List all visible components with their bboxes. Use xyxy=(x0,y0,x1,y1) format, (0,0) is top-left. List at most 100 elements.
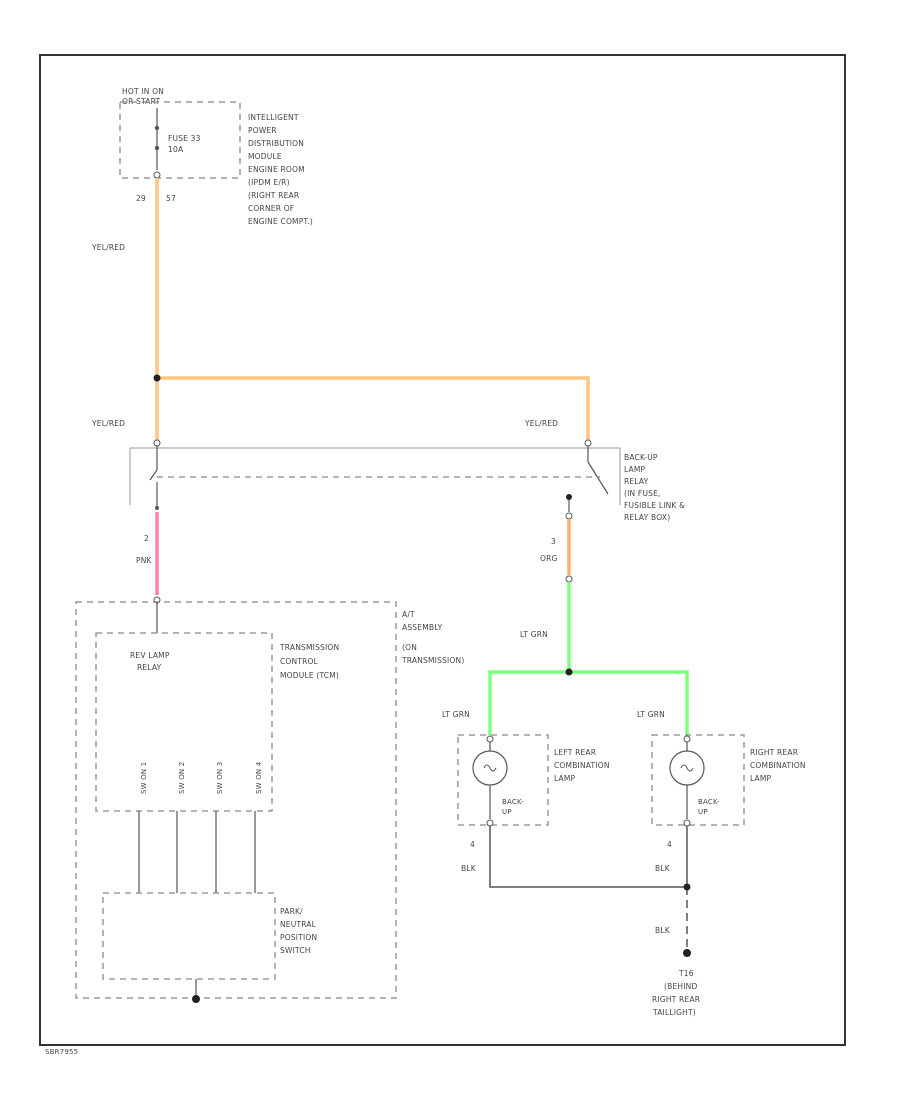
right-lamp-connector-top xyxy=(683,735,691,743)
wire-label-lt-grn-main: LT GRN xyxy=(520,630,548,639)
svg-text:COMBINATION: COMBINATION xyxy=(554,761,610,770)
svg-text:T16: T16 xyxy=(678,969,694,978)
fuse-symbol xyxy=(153,108,161,179)
ipdm-label: INTELLIGENT POWER DISTRIBUTION MODULE EN… xyxy=(248,113,313,226)
svg-text:(ON: (ON xyxy=(402,643,417,652)
footer-code: SBR7955 xyxy=(45,1048,78,1056)
switch-label-1: SW ON 1 xyxy=(140,762,148,794)
wire-label-yel-red-1: YEL/RED xyxy=(91,243,125,252)
svg-text:LAMP: LAMP xyxy=(624,465,646,474)
svg-text:PARK/: PARK/ xyxy=(280,907,303,916)
svg-text:TRANSMISSION: TRANSMISSION xyxy=(279,643,339,652)
svg-text:CORNER OF: CORNER OF xyxy=(248,204,294,213)
ipdm-box xyxy=(119,101,241,179)
svg-text:POSITION: POSITION xyxy=(280,933,317,942)
svg-text:REV LAMP: REV LAMP xyxy=(130,651,170,660)
fuse-label-1: FUSE 33 xyxy=(168,134,201,143)
yel-red-wires xyxy=(155,178,590,440)
right-lamp-connector-bottom xyxy=(683,819,691,827)
left-lamp-pin: 4 xyxy=(470,840,475,849)
relay-output-dot xyxy=(566,494,572,500)
pnk-pin: 2 xyxy=(144,534,149,543)
left-lamp-connector-top xyxy=(486,735,494,743)
svg-text:ENGINE COMPT.): ENGINE COMPT.) xyxy=(248,217,313,226)
svg-text:COMBINATION: COMBINATION xyxy=(750,761,806,770)
tcm-box xyxy=(95,632,273,812)
left-lamp-label: LEFT REAR COMBINATION LAMP xyxy=(554,748,610,783)
wire-label-blk-left: BLK xyxy=(461,864,477,873)
svg-text:RIGHT REAR: RIGHT REAR xyxy=(750,748,798,757)
switch-label-4: SW ON 4 xyxy=(255,761,263,794)
ipdm-pin-right: 57 xyxy=(166,194,176,203)
svg-text:A/T: A/T xyxy=(402,610,415,619)
wire-label-yel-red-2: YEL/RED xyxy=(91,419,125,428)
svg-text:MODULE: MODULE xyxy=(248,152,282,161)
at-assembly-box xyxy=(75,601,397,999)
lt-grn-wires xyxy=(488,582,689,735)
power-label-1: HOT IN ON xyxy=(122,87,164,96)
svg-text:CONTROL: CONTROL xyxy=(280,657,319,666)
blk-wires xyxy=(489,826,688,950)
backup-relay-symbol xyxy=(129,439,621,510)
splice-dot-ground xyxy=(683,883,691,891)
svg-text:POWER: POWER xyxy=(248,126,277,135)
wire-label-yel-red-3: YEL/RED xyxy=(524,419,558,428)
svg-text:FUSIBLE LINK &: FUSIBLE LINK & xyxy=(624,501,685,510)
wire-label-blk-ground: BLK xyxy=(655,926,671,935)
at-assembly-label: A/T ASSEMBLY (ON TRANSMISSION) xyxy=(401,610,464,665)
pnp-switch-box xyxy=(102,892,276,980)
splice-dot-upper xyxy=(153,374,161,382)
svg-text:MODULE (TCM): MODULE (TCM) xyxy=(280,671,339,680)
pnp-switch-label: PARK/ NEUTRAL POSITION SWITCH xyxy=(280,907,317,955)
svg-text:RELAY: RELAY xyxy=(137,663,162,672)
right-lamp-sub-1: BACK- xyxy=(698,798,720,806)
right-lamp-pin: 4 xyxy=(667,840,672,849)
diagram-border xyxy=(39,54,846,1046)
left-lamp-box xyxy=(457,734,549,826)
wire-label-pnk: PNK xyxy=(136,556,153,565)
backup-relay-label: BACK-UP LAMP RELAY (IN FUSE, FUSIBLE LIN… xyxy=(624,453,685,522)
wire-label-org: ORG xyxy=(540,554,558,563)
svg-text:RIGHT REAR: RIGHT REAR xyxy=(652,995,700,1004)
org-connector-bottom xyxy=(565,575,573,583)
splice-dot-lt-grn xyxy=(565,668,573,676)
wire-label-blk-right: BLK xyxy=(655,864,671,873)
power-label-2: OR START xyxy=(122,97,160,106)
right-bulb-icon xyxy=(669,750,705,786)
svg-text:LEFT REAR: LEFT REAR xyxy=(554,748,596,757)
svg-text:NEUTRAL: NEUTRAL xyxy=(280,920,317,929)
pnp-ground-dot xyxy=(192,995,200,1003)
wire-label-lt-grn-right: LT GRN xyxy=(637,710,665,719)
switch-lines xyxy=(138,811,256,893)
svg-text:(IN FUSE,: (IN FUSE, xyxy=(624,489,661,498)
org-connector-top xyxy=(565,512,573,520)
switch-label-3: SW ON 3 xyxy=(216,762,224,794)
svg-text:(BEHIND: (BEHIND xyxy=(664,982,697,991)
svg-text:SWITCH: SWITCH xyxy=(280,946,311,955)
svg-text:RELAY: RELAY xyxy=(624,477,649,486)
svg-text:(IPDM E/R): (IPDM E/R) xyxy=(248,178,290,187)
tcm-label: TRANSMISSION CONTROL MODULE (TCM) xyxy=(279,643,339,680)
left-lamp-sub-1: BACK- xyxy=(502,798,524,806)
svg-text:RELAY BOX): RELAY BOX) xyxy=(624,513,670,522)
left-bulb-icon xyxy=(472,750,508,786)
left-lamp-sub-2: UP xyxy=(502,808,512,816)
svg-text:DISTRIBUTION: DISTRIBUTION xyxy=(248,139,304,148)
svg-text:ASSEMBLY: ASSEMBLY xyxy=(402,623,443,632)
right-lamp-box xyxy=(651,734,745,826)
right-lamp-label: RIGHT REAR COMBINATION LAMP xyxy=(750,748,806,783)
right-lamp-sub-2: UP xyxy=(698,808,708,816)
svg-text:LAMP: LAMP xyxy=(554,774,576,783)
svg-text:TRANSMISSION): TRANSMISSION) xyxy=(401,656,464,665)
ground-point-icon xyxy=(683,949,691,957)
svg-text:ENGINE ROOM: ENGINE ROOM xyxy=(248,165,305,174)
switch-labels: SW ON 1 SW ON 2 SW ON 3 SW ON 4 xyxy=(140,761,263,794)
svg-text:INTELLIGENT: INTELLIGENT xyxy=(248,113,299,122)
fuse-label-2: 10A xyxy=(168,145,184,154)
svg-text:LAMP: LAMP xyxy=(750,774,772,783)
rev-lamp-relay-label: REV LAMP RELAY xyxy=(130,651,170,672)
ipdm-pin-left: 29 xyxy=(136,194,146,203)
svg-text:(RIGHT REAR: (RIGHT REAR xyxy=(248,191,299,200)
svg-text:BACK-UP: BACK-UP xyxy=(624,453,658,462)
